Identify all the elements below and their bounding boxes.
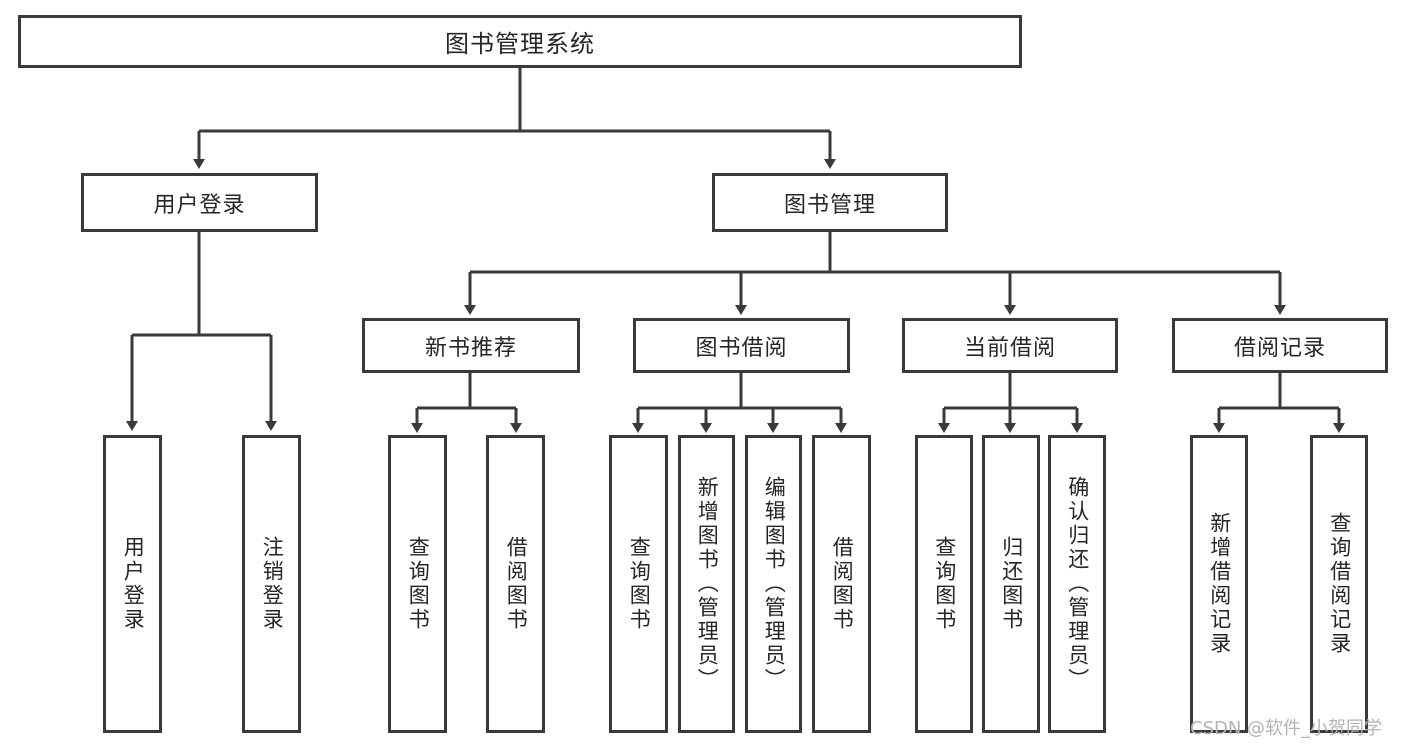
node-leaf-query-book-1-label: 查询图书 bbox=[406, 536, 431, 632]
node-leaf-edit-book-label: 编辑图书（管理员） bbox=[762, 476, 787, 692]
node-user-login-label: 用户登录 bbox=[153, 192, 246, 218]
node-leaf-return-book[interactable]: 归还图书 bbox=[982, 435, 1040, 733]
node-leaf-add-book-label: 新增图书（管理员） bbox=[695, 476, 720, 692]
node-new-book-rec-label: 新书推荐 bbox=[424, 335, 517, 361]
node-leaf-query-record-label: 查询借阅记录 bbox=[1327, 512, 1352, 656]
node-leaf-user-login[interactable]: 用户登录 bbox=[103, 435, 162, 733]
node-leaf-return-book-label: 归还图书 bbox=[999, 536, 1024, 632]
node-leaf-logout-label: 注销登录 bbox=[260, 536, 285, 632]
node-leaf-user-login-label: 用户登录 bbox=[121, 536, 146, 632]
node-book-manage[interactable]: 图书管理 bbox=[712, 173, 948, 232]
node-borrow-record-label: 借阅记录 bbox=[1233, 335, 1326, 361]
node-leaf-query-book-1[interactable]: 查询图书 bbox=[388, 435, 447, 733]
node-leaf-query-book-2-label: 查询图书 bbox=[627, 536, 652, 632]
node-leaf-logout[interactable]: 注销登录 bbox=[242, 435, 301, 733]
node-leaf-confirm-return-label: 确认归还（管理员） bbox=[1065, 476, 1090, 692]
watermark-text: CSDN @软件_小贺同学 bbox=[1190, 718, 1383, 739]
node-leaf-borrow-book-1[interactable]: 借阅图书 bbox=[486, 435, 545, 733]
node-leaf-borrow-book-2[interactable]: 借阅图书 bbox=[812, 435, 871, 733]
node-leaf-query-record[interactable]: 查询借阅记录 bbox=[1310, 435, 1368, 733]
node-leaf-add-record-label: 新增借阅记录 bbox=[1207, 512, 1232, 656]
node-book-borrow-label: 图书借阅 bbox=[695, 335, 788, 361]
node-current-borrow[interactable]: 当前借阅 bbox=[902, 318, 1118, 373]
node-current-borrow-label: 当前借阅 bbox=[963, 335, 1056, 361]
node-leaf-borrow-book-2-label: 借阅图书 bbox=[830, 536, 855, 632]
node-leaf-add-record[interactable]: 新增借阅记录 bbox=[1190, 435, 1248, 733]
node-leaf-query-book-3-label: 查询图书 bbox=[932, 536, 957, 632]
node-leaf-query-book-2[interactable]: 查询图书 bbox=[609, 435, 668, 733]
node-leaf-add-book[interactable]: 新增图书（管理员） bbox=[678, 435, 735, 733]
node-leaf-edit-book[interactable]: 编辑图书（管理员） bbox=[745, 435, 802, 733]
node-leaf-borrow-book-1-label: 借阅图书 bbox=[504, 536, 529, 632]
node-root-label: 图书管理系统 bbox=[445, 30, 595, 58]
node-user-login[interactable]: 用户登录 bbox=[81, 173, 318, 232]
node-root[interactable]: 图书管理系统 bbox=[18, 15, 1022, 68]
node-book-borrow[interactable]: 图书借阅 bbox=[633, 318, 850, 373]
node-new-book-rec[interactable]: 新书推荐 bbox=[362, 318, 580, 373]
node-leaf-confirm-return[interactable]: 确认归还（管理员） bbox=[1048, 435, 1106, 733]
node-leaf-query-book-3[interactable]: 查询图书 bbox=[915, 435, 973, 733]
node-book-manage-label: 图书管理 bbox=[783, 192, 876, 218]
node-borrow-record[interactable]: 借阅记录 bbox=[1172, 318, 1388, 373]
